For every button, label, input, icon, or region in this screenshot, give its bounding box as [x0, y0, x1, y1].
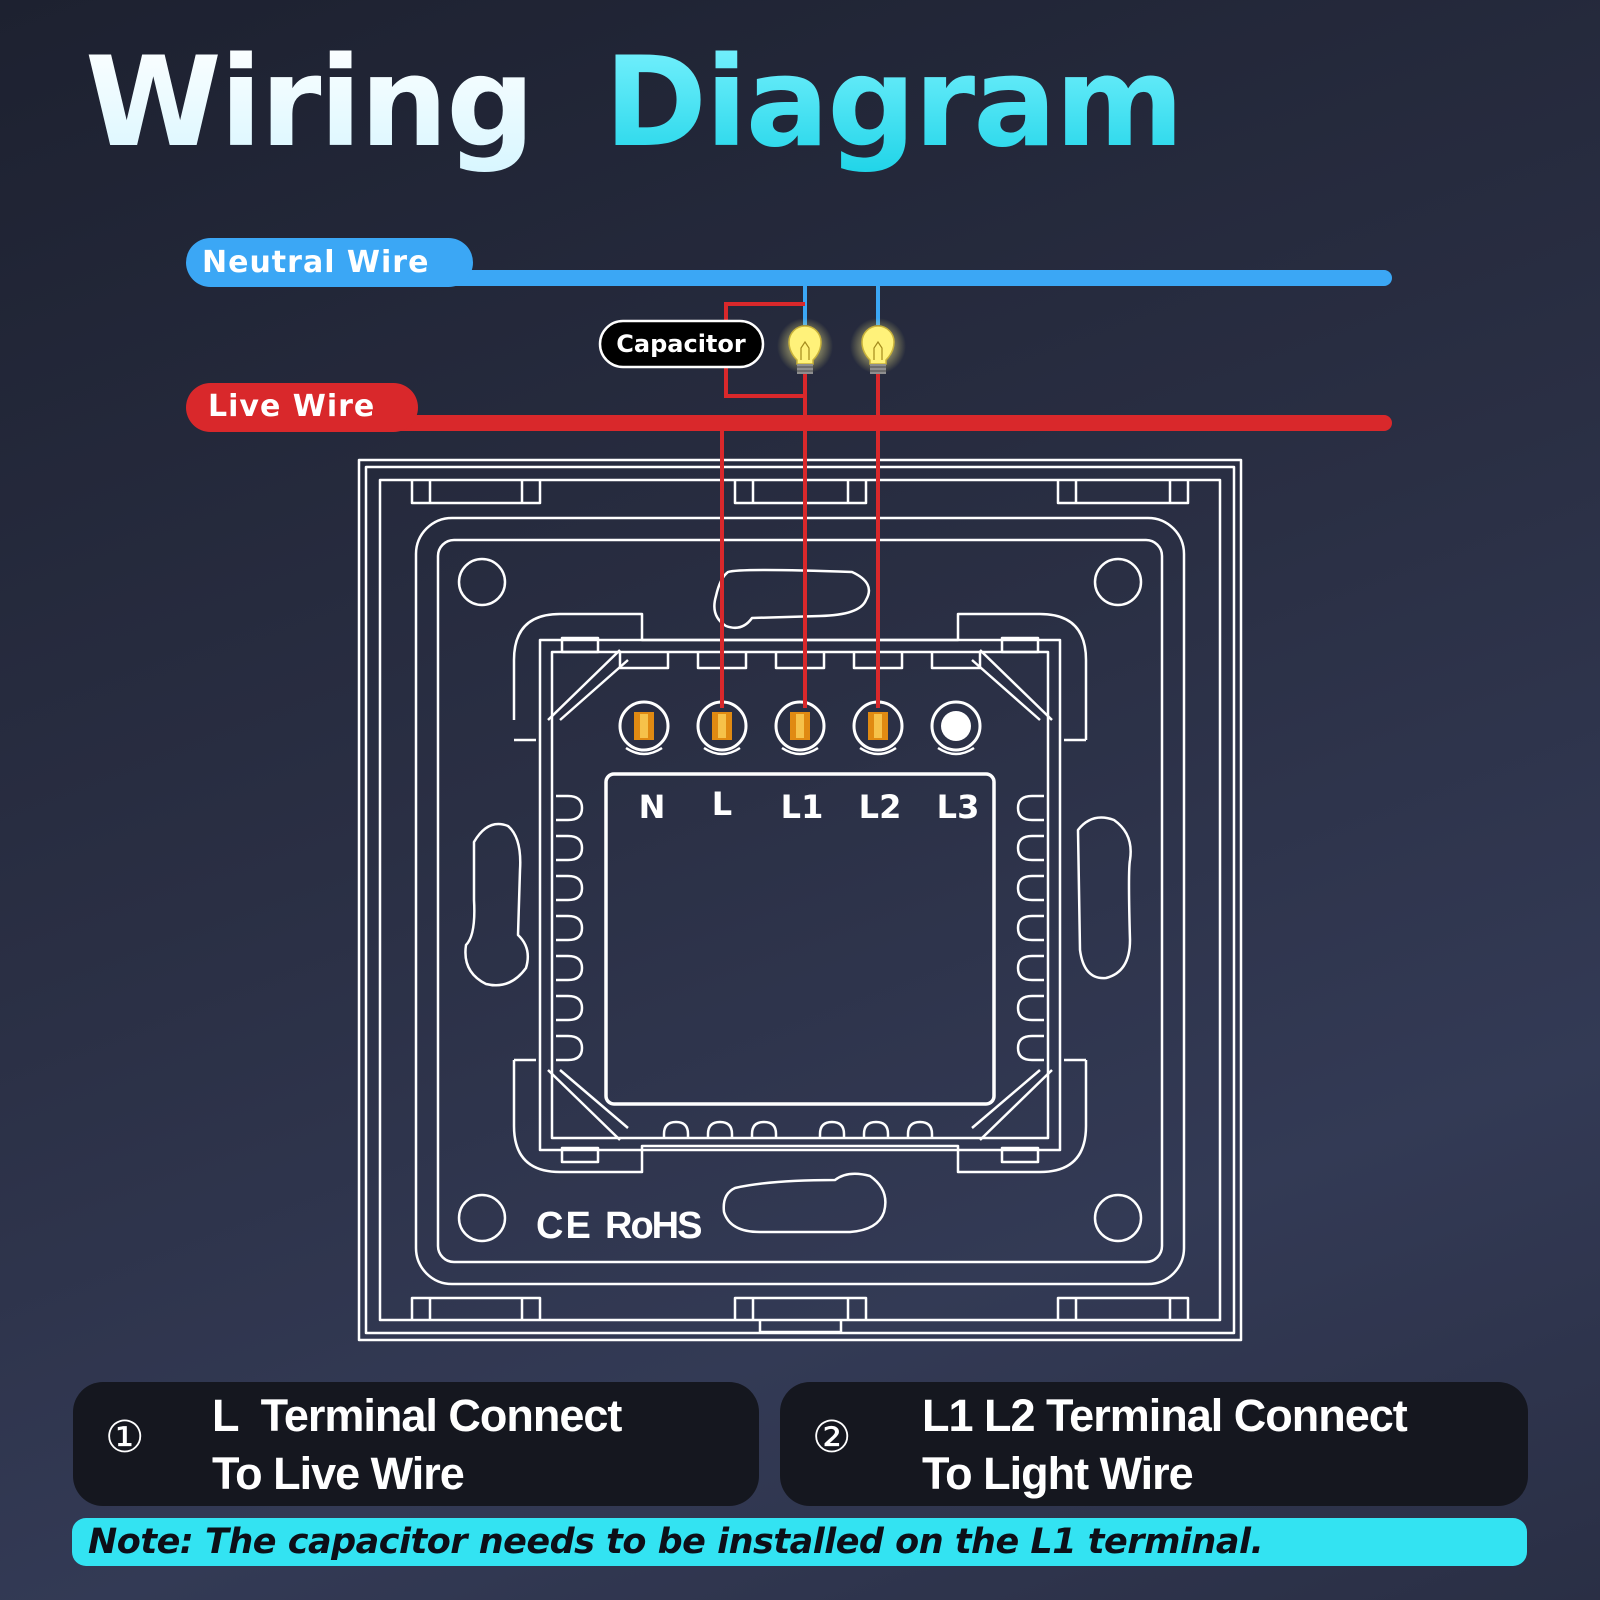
- neutral-wire-pill: [186, 238, 473, 287]
- terminal-base-l1: [781, 746, 819, 756]
- terminal-base-l: [703, 746, 741, 756]
- terminal-contact-highlight-n: [640, 714, 648, 738]
- title-word-diagram: Diagram: [604, 31, 1182, 175]
- terminal-label-n: N: [639, 788, 666, 826]
- ce-mark: CE: [536, 1205, 593, 1247]
- instruction-card-2: ② L1 L2 Terminal Connect To Light Wire: [780, 1382, 1528, 1506]
- instruction-card-1: ① L Terminal Connect To Live Wire: [73, 1382, 759, 1506]
- step-number-1-circle: ①: [105, 1412, 145, 1463]
- circuit-wires: [720, 286, 880, 708]
- neutral-wire-label: Neutral Wire: [202, 245, 429, 280]
- switch-body: [357, 458, 1243, 1342]
- instruction-1-line-1: L Terminal Connect: [212, 1390, 622, 1441]
- terminal-label-l2: L2: [859, 788, 902, 826]
- terminal-label-l3: L3: [937, 788, 980, 826]
- terminal-label-l1: L1: [781, 788, 824, 826]
- terminal-l: [696, 700, 748, 756]
- terminal-l3: [930, 700, 982, 756]
- live-wire-label: Live Wire: [208, 389, 375, 424]
- instruction-1-line-2: To Live Wire: [212, 1448, 465, 1499]
- capacitor-label: Capacitor: [616, 330, 746, 358]
- live-wire-pill: [186, 383, 418, 432]
- capacitor: Capacitor: [598, 319, 765, 369]
- terminal-l1: [774, 700, 826, 756]
- terminal-contact-highlight-l: [718, 714, 726, 738]
- step-number-2-circle: ②: [812, 1412, 852, 1463]
- terminal-ring-l1: [774, 700, 826, 752]
- terminal-base-l3: [937, 746, 975, 756]
- light-bulb-1-icon: [777, 318, 833, 374]
- terminal-l2: [852, 700, 904, 756]
- note-text: Note: The capacitor needs to be installe…: [88, 1522, 1264, 1562]
- terminal-holes: [618, 700, 982, 756]
- neutral-wire: Neutral Wire: [186, 238, 1392, 287]
- terminal-ring-l3: [930, 700, 982, 752]
- terminal-ring-n: [618, 700, 670, 752]
- rohs-mark: RoHS: [605, 1205, 701, 1247]
- note-bar: Note: The capacitor needs to be installe…: [72, 1518, 1527, 1566]
- terminal-contact-highlight-l1: [796, 714, 804, 738]
- terminal-screw-l3: [941, 711, 971, 741]
- terminal-labels: N L L1 L2 L3: [639, 785, 980, 826]
- instruction-2-line-2: To Light Wire: [922, 1448, 1194, 1499]
- live-wire: Live Wire: [186, 383, 1392, 432]
- capacitor-pill: [598, 319, 765, 369]
- terminal-base-n: [625, 746, 663, 756]
- page-title: Wiring Diagram: [85, 31, 1182, 175]
- terminal-base-l2: [859, 746, 897, 756]
- certification-marks: CE RoHS: [536, 1205, 703, 1247]
- terminal-contact-highlight-l2: [874, 714, 882, 738]
- terminal-label-l: L: [712, 785, 732, 823]
- instruction-2-line-1: L1 L2 Terminal Connect: [922, 1390, 1408, 1441]
- terminal-n: [618, 700, 670, 756]
- light-bulb-2-icon: [850, 318, 906, 374]
- title-word-wiring: Wiring: [85, 31, 533, 175]
- terminal-label-panel: [604, 772, 996, 1106]
